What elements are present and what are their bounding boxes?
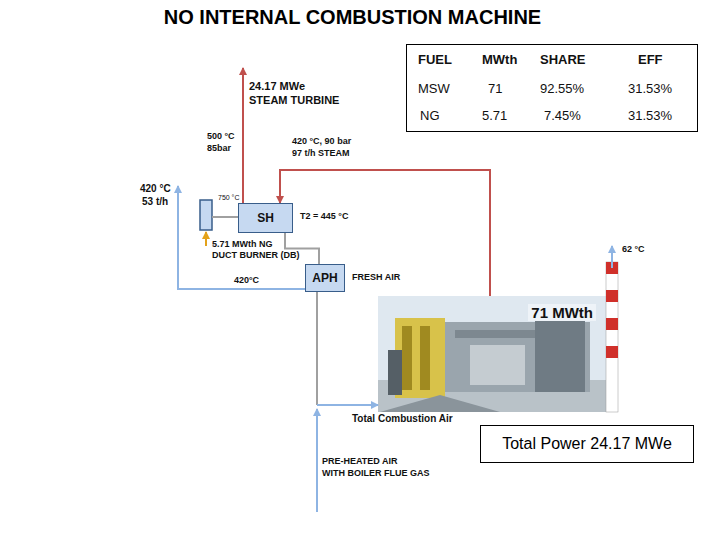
- flow-connector: [280, 170, 490, 296]
- annotation: 5.71 MWth NG: [212, 239, 273, 249]
- annotation: 97 t/h STEAM: [292, 148, 350, 158]
- annotation: 420 °C, 90 bar: [292, 136, 351, 146]
- diagram-title: NO INTERNAL COMBUSTION MACHINE: [0, 6, 705, 29]
- annotation: FRESH AIR: [352, 272, 400, 282]
- annotation: DUCT BURNER (DB): [212, 250, 300, 260]
- table-cell: SHARE: [540, 53, 586, 68]
- annotation: T2 = 445 °C: [300, 211, 348, 221]
- table-cell: 7.45%: [544, 109, 581, 124]
- node-label: APH: [312, 271, 337, 285]
- annotation: 85bar: [207, 143, 231, 153]
- connector-segment: [316, 292, 318, 405]
- table-cell: 71: [488, 82, 502, 97]
- air-preheater-box: APH: [305, 264, 345, 292]
- connector-segment: [280, 170, 490, 296]
- table-cell: MWth: [482, 53, 517, 68]
- annotation: 750 °C: [218, 194, 239, 202]
- table-cell: 5.71: [482, 109, 507, 124]
- annotation: 500 °C: [207, 131, 235, 141]
- table-cell: 31.53%: [628, 82, 672, 97]
- table-cell: MSW: [418, 82, 450, 97]
- flow-connector: [317, 292, 378, 405]
- total-power-box: Total Power 24.17 MWe: [480, 425, 694, 463]
- table-cell: FUEL: [418, 53, 452, 68]
- table-cell: EFF: [638, 53, 663, 68]
- boiler-plant: 71 MWth: [378, 296, 606, 412]
- table-cell: 31.53%: [628, 109, 672, 124]
- node-label: SH: [257, 211, 274, 225]
- superheater-box: SH: [238, 203, 293, 233]
- annotation: 420°C: [234, 275, 259, 285]
- node-label: 71 MWth: [528, 304, 596, 321]
- node-label: Total Power 24.17 MWe: [502, 435, 672, 453]
- connector-segment: [317, 404, 378, 406]
- annotation: STEAM TURBINE: [249, 94, 339, 107]
- annotation: PRE-HEATED AIR: [322, 456, 398, 466]
- annotation: WITH BOILER FLUE GAS: [322, 468, 430, 478]
- annotation: 420 °C: [140, 183, 171, 195]
- table-cell: 92.55%: [540, 82, 584, 97]
- annotation: 53 t/h: [142, 196, 168, 208]
- table-cell: NG: [420, 109, 440, 124]
- annotation: 24.17 MWe: [249, 80, 305, 93]
- annotation: Total Combustion Air: [352, 413, 453, 425]
- annotation: 62 °C: [622, 244, 645, 254]
